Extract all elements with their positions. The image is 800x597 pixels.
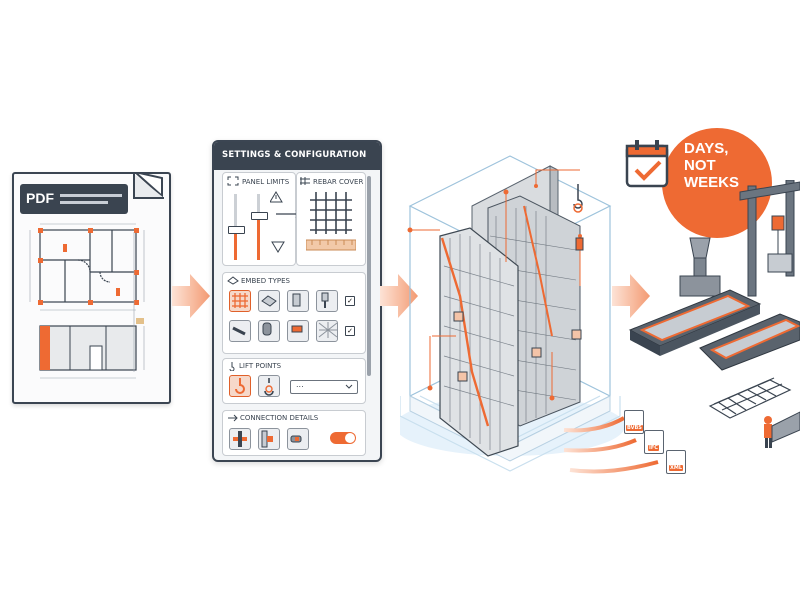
settings-header [214, 142, 380, 170]
pdf-title: PDF [26, 190, 54, 206]
embed-checkbox-2[interactable]: ✓ [345, 326, 355, 336]
settings-panel: SETTINGS & CONFIGURATION PANEL LIMITS RE… [212, 140, 382, 462]
floor-plan-icon [29, 223, 145, 379]
embed-icon [227, 276, 239, 285]
rebar-cover-icon [300, 177, 310, 185]
slider-fill-2 [257, 216, 260, 260]
export-arrows [563, 416, 659, 474]
connection-toggle[interactable] [330, 432, 356, 444]
embed-glyphs [232, 292, 338, 338]
panel-limits-label: PANEL LIMITS [242, 178, 290, 186]
flow-arrow-2 [380, 274, 418, 318]
connection-icon [228, 414, 238, 422]
settings-title: SETTINGS & CONFIGURATION [222, 150, 367, 160]
badge-text: DAYS, NOT WEEKS [684, 140, 764, 191]
factory-icon [628, 180, 800, 448]
pdf-header-lines [60, 194, 122, 204]
xml-file-label: XML [669, 465, 684, 471]
crane-hook-icon [235, 378, 274, 396]
lift-icon [229, 362, 235, 371]
pdf-document-icon [133, 172, 164, 199]
embed-checkbox-1[interactable]: ✓ [345, 296, 355, 306]
embed-types-label: EMBED TYPES [241, 277, 290, 285]
lift-select-value: ... [296, 380, 304, 389]
connection-details-label: CONNECTION DETAILS [240, 414, 319, 422]
toggle-knob [345, 433, 355, 443]
calendar-check-icon [625, 140, 669, 188]
badge-line-3: WEEKS [684, 174, 740, 191]
precast-panels-3d [400, 155, 625, 472]
lift-points-label: LIFT POINTS [239, 362, 282, 370]
warning-icon [270, 191, 285, 253]
rebar-cover-label: REBAR COVER [313, 178, 364, 186]
pdf-header-bar [20, 184, 128, 214]
corner-frame-icon [227, 176, 239, 186]
settings-scrollbar[interactable] [367, 176, 371, 376]
rebar-grid-icon [306, 192, 356, 251]
chevron-down-icon [345, 384, 353, 389]
flow-arrow-3 [612, 274, 650, 318]
slider-handle-2[interactable] [251, 212, 268, 220]
slider-fill-1 [234, 230, 237, 260]
slider-handle-1[interactable] [228, 226, 245, 234]
badge-line-1: DAYS, [684, 140, 729, 157]
bvbs-file-label: BVBS [626, 425, 643, 431]
ifc-file-label: IFC [648, 445, 659, 451]
connection-glyphs [233, 430, 302, 448]
badge-line-2: NOT [684, 157, 716, 174]
lift-select[interactable]: ... [290, 380, 358, 394]
flow-arrow-1 [172, 274, 210, 318]
